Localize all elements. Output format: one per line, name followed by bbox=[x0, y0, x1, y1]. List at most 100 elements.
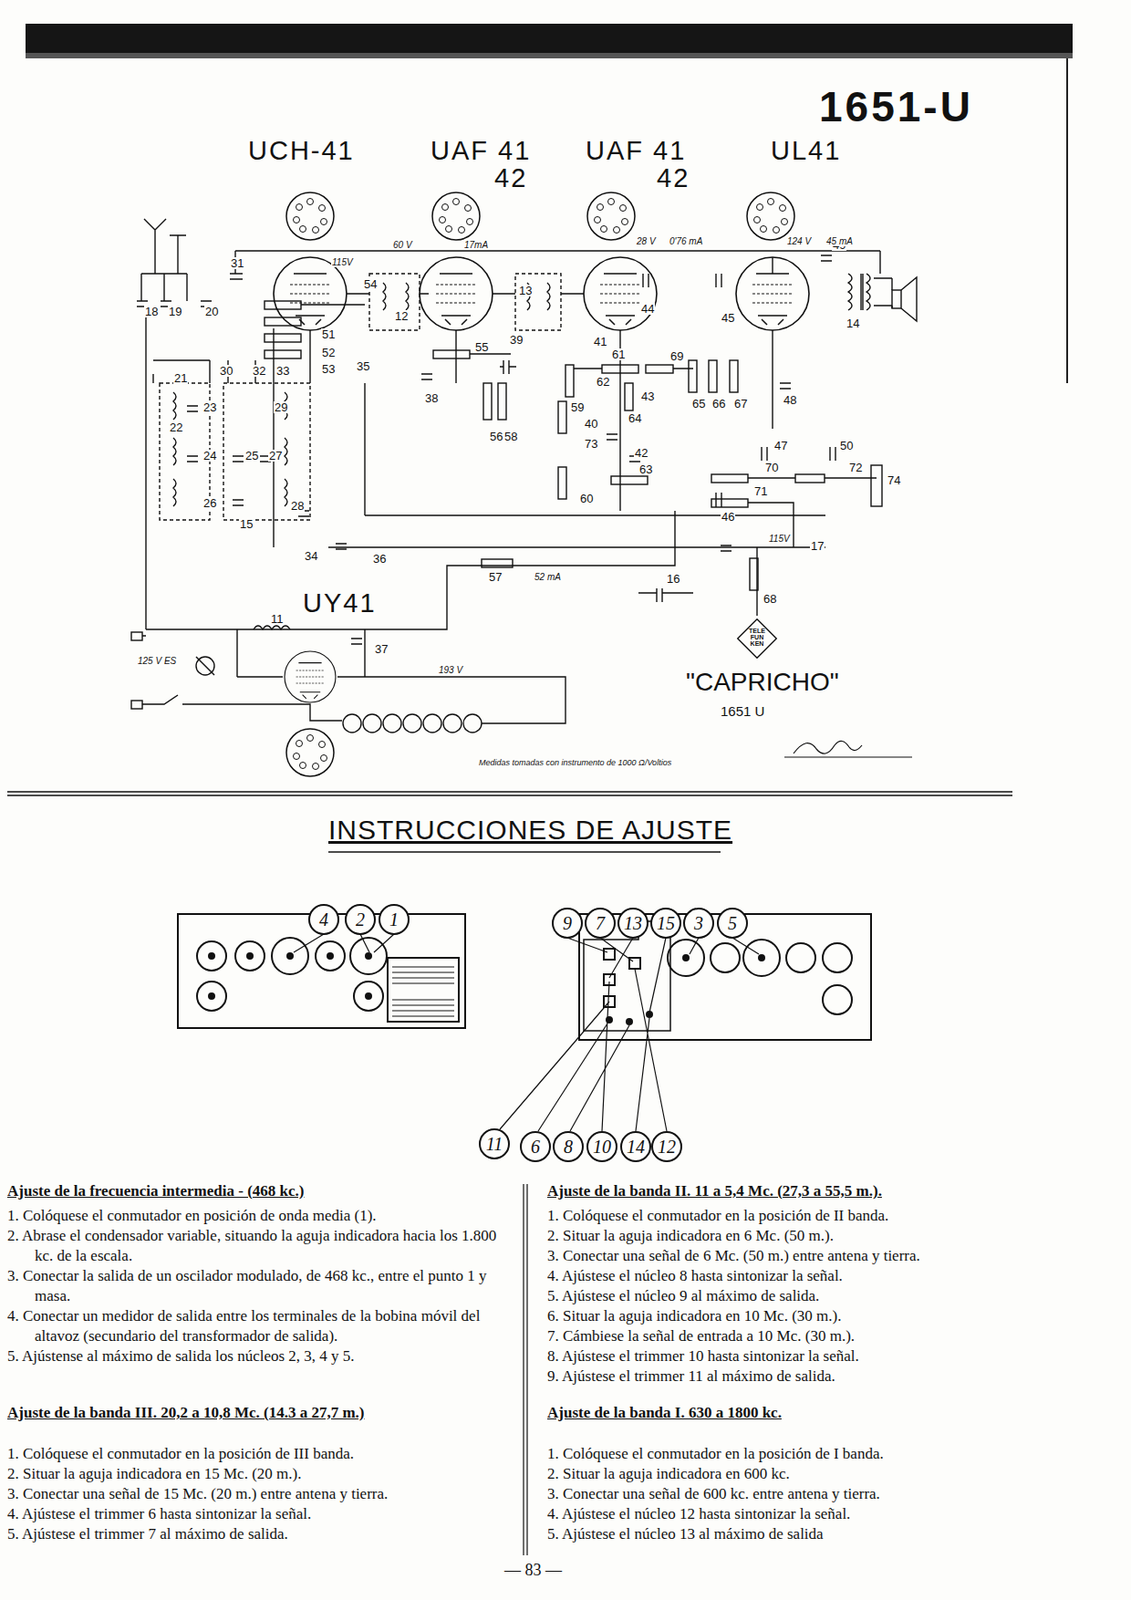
component-number: 56 bbox=[488, 430, 504, 443]
section-heading: INSTRUCCIONES DE AJUSTE bbox=[328, 814, 733, 845]
callout-circle: 4 bbox=[308, 903, 340, 935]
instruction-heading: Ajuste de la frecuencia intermedia - (46… bbox=[7, 1182, 514, 1201]
callout-circle: 1 bbox=[378, 903, 410, 935]
tube-label: UAF 41 bbox=[583, 136, 688, 167]
component-number: 17 bbox=[809, 539, 825, 552]
component-number: 47 bbox=[773, 439, 789, 452]
callout-number: 4 bbox=[319, 910, 329, 929]
voltage-label: 0'76 mA bbox=[668, 237, 704, 247]
component-number: 42 bbox=[633, 446, 649, 459]
voltage-label: 193 V bbox=[437, 665, 464, 675]
component-number: 67 bbox=[733, 397, 748, 410]
footnote: Medidas tomadas con instrumento de 1000 … bbox=[478, 758, 672, 768]
component-number: 41 bbox=[592, 335, 608, 348]
component-number: 21 bbox=[173, 372, 188, 384]
component-number: 22 bbox=[168, 421, 184, 434]
tube-label: UY41 bbox=[300, 589, 379, 619]
instruction-step: 2. Abrase el condensador variable, situa… bbox=[7, 1225, 514, 1266]
component-number: 65 bbox=[691, 397, 706, 410]
callout-number: 3 bbox=[694, 913, 704, 933]
component-number: 23 bbox=[202, 401, 218, 414]
callout-circle: 13 bbox=[617, 907, 649, 939]
callout-number: 11 bbox=[486, 1134, 504, 1153]
component-number: 29 bbox=[273, 401, 289, 414]
instruction-heading: Ajuste de la banda III. 20,2 a 10,8 Mc. … bbox=[7, 1404, 514, 1422]
component-number: 52 bbox=[321, 346, 336, 359]
text-column: Ajuste de la frecuencia intermedia - (46… bbox=[7, 1182, 514, 1367]
component-number: 25 bbox=[244, 449, 260, 462]
component-number: 35 bbox=[355, 360, 371, 373]
instruction-step: 4. Conectar un medidor de salida entre l… bbox=[7, 1306, 514, 1347]
voltage-label: 17mA bbox=[463, 240, 489, 250]
component-number: 46 bbox=[720, 510, 736, 523]
component-number: 69 bbox=[669, 350, 685, 363]
component-number: 58 bbox=[503, 430, 519, 443]
voltage-label: 124 V bbox=[786, 237, 812, 247]
text-column: Ajuste de la banda III. 20,2 a 10,8 Mc. … bbox=[7, 1404, 514, 1545]
component-number: 54 bbox=[363, 278, 378, 291]
instruction-step: 1. Colóquese el conmutador en la posició… bbox=[547, 1205, 1013, 1226]
callout-number: 7 bbox=[595, 913, 605, 933]
callout-circle: 8 bbox=[552, 1131, 584, 1163]
callout-circle: 10 bbox=[586, 1131, 618, 1163]
instruction-step: 7. Cámbiese la señal de entrada a 10 Mc.… bbox=[547, 1326, 1013, 1347]
component-number: 74 bbox=[886, 474, 902, 487]
component-number: 16 bbox=[665, 572, 681, 585]
component-number: 70 bbox=[764, 461, 779, 474]
voltage-label: 28 V bbox=[635, 237, 657, 247]
tube-label: UAF 41 bbox=[428, 136, 533, 167]
voltage-label: 52 mA bbox=[533, 572, 562, 582]
callout-number: 10 bbox=[592, 1137, 612, 1156]
component-number: 73 bbox=[583, 437, 599, 450]
callout-number: 9 bbox=[562, 913, 572, 933]
instruction-step: 8. Ajústese el trimmer 10 hasta sintoniz… bbox=[547, 1346, 1013, 1367]
callout-number: 5 bbox=[727, 913, 737, 933]
instruction-step: 4. Ajústese el núcleo 12 hasta sintoniza… bbox=[547, 1504, 1013, 1525]
callout-circle: 3 bbox=[683, 907, 715, 939]
instruction-step: 3. Conectar una señal de 600 kc. entre a… bbox=[547, 1483, 1013, 1505]
component-number: 72 bbox=[848, 461, 863, 474]
instruction-step: 1. Colóquese el conmutador en la posició… bbox=[547, 1443, 1013, 1464]
callout-circle: 6 bbox=[519, 1131, 551, 1163]
callout-number: 13 bbox=[623, 913, 643, 933]
component-number: 37 bbox=[373, 643, 389, 655]
instruction-step: 5. Ajústese el trimmer 7 al máximo de sa… bbox=[7, 1524, 514, 1545]
component-number: 36 bbox=[372, 552, 387, 565]
component-number: 63 bbox=[638, 463, 654, 476]
instruction-step: 2. Situar la aguja indicadora en 15 Mc. … bbox=[7, 1463, 514, 1484]
component-number: 61 bbox=[611, 348, 626, 361]
instruction-step: 5. Ajústense al máximo de salida los núc… bbox=[7, 1346, 514, 1367]
callout-number: 1 bbox=[389, 910, 399, 929]
component-number: 18 bbox=[144, 305, 159, 318]
tube-label: 42 bbox=[492, 164, 530, 194]
tube-label: UCH-41 bbox=[246, 136, 357, 167]
instruction-step: 1. Colóquese el conmutador en la posició… bbox=[7, 1443, 514, 1464]
voltage-label: 60 V bbox=[392, 240, 414, 250]
instruction-step: 5. Ajústese el núcleo 9 al máximo de sal… bbox=[547, 1286, 1013, 1307]
component-number: 66 bbox=[711, 397, 727, 410]
callout-circle: 11 bbox=[478, 1128, 510, 1160]
component-number: 57 bbox=[487, 570, 503, 583]
instruction-step: 3. Conectar la salida de un oscilador mo… bbox=[7, 1265, 514, 1307]
instruction-heading: Ajuste de la banda I. 630 a 1800 kc. bbox=[547, 1404, 1013, 1422]
component-number: 68 bbox=[762, 592, 778, 605]
component-number: 45 bbox=[720, 311, 736, 324]
component-number: 55 bbox=[474, 341, 489, 353]
instruction-step: 3. Conectar una señal de 15 Mc. (20 m.) … bbox=[7, 1483, 514, 1505]
callout-circle: 2 bbox=[344, 903, 376, 935]
callout-circle: 5 bbox=[716, 907, 748, 939]
component-number: 40 bbox=[583, 417, 599, 430]
component-number: 24 bbox=[202, 449, 218, 462]
callout-number: 12 bbox=[657, 1137, 676, 1156]
instruction-step: 9. Ajústese el trimmer 11 al máximo de s… bbox=[547, 1366, 1013, 1387]
component-number: 62 bbox=[595, 375, 611, 388]
tube-label: UL41 bbox=[768, 136, 843, 167]
component-number: 50 bbox=[839, 439, 854, 452]
voltage-label: 45 mA bbox=[825, 237, 854, 247]
component-number: 34 bbox=[303, 549, 319, 562]
component-number: 59 bbox=[570, 401, 585, 414]
instruction-heading: Ajuste de la banda II. 11 a 5,4 Mc. (27,… bbox=[547, 1182, 1013, 1201]
component-number: 60 bbox=[579, 492, 594, 505]
page-title: 1651-U bbox=[819, 83, 974, 131]
voltage-label: 115V bbox=[331, 258, 354, 268]
